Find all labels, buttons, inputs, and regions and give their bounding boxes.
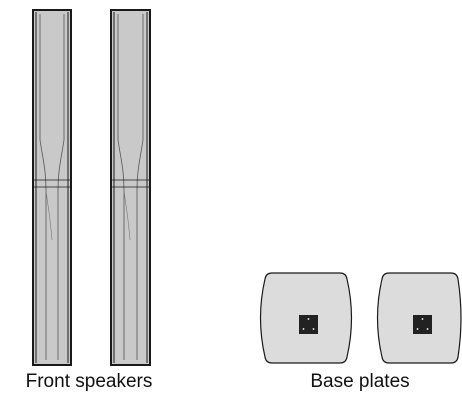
front-speaker-right — [110, 9, 151, 366]
base-plate-right — [376, 272, 462, 364]
mount-square — [299, 315, 318, 334]
front-speakers-caption: Front speakers — [25, 371, 153, 392]
base-plate-left — [259, 272, 353, 364]
mount-square — [413, 315, 432, 334]
base-plates-caption: Base plates — [310, 371, 410, 392]
front-speaker-left — [32, 9, 72, 366]
